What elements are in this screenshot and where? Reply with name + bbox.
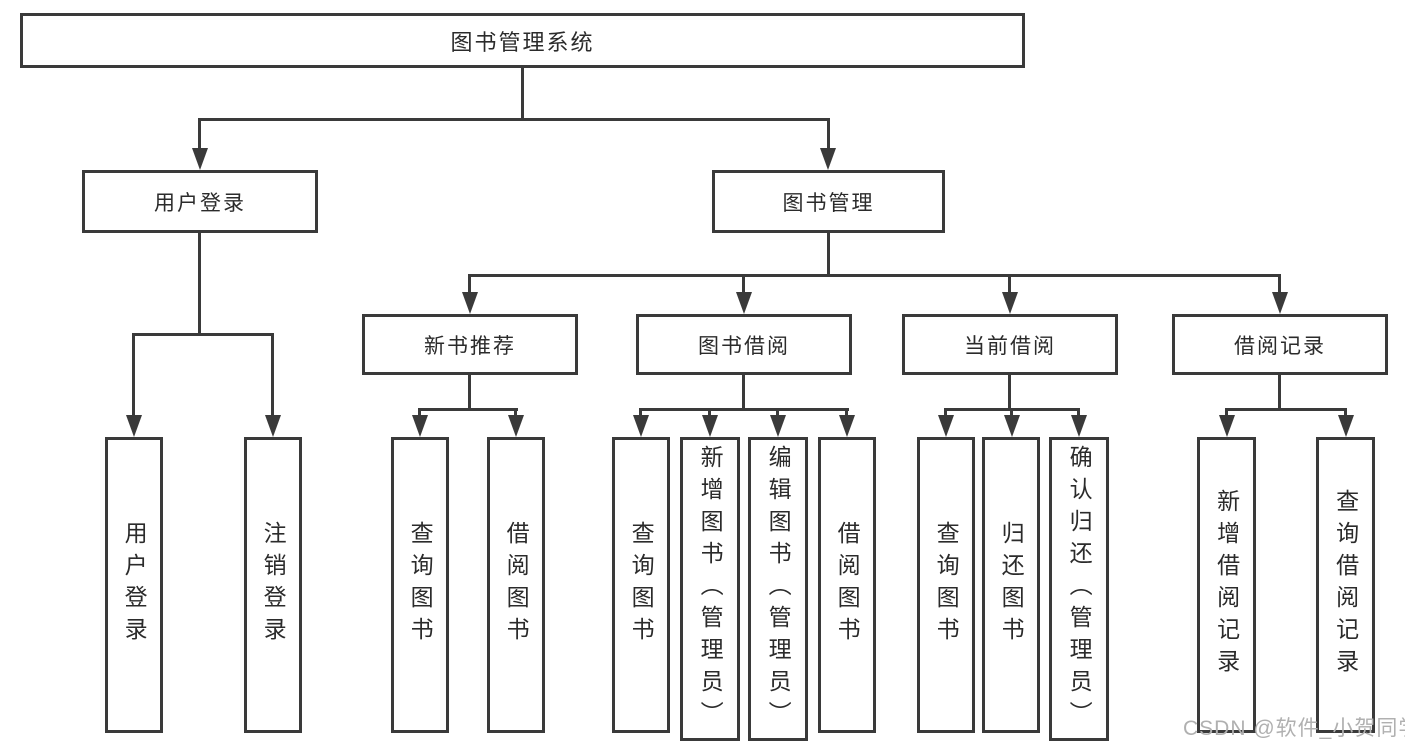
connector-stem-section	[468, 274, 471, 294]
arrow-down-icon	[508, 415, 524, 437]
arrow-down-icon	[736, 292, 752, 314]
connector-stem-leaf	[776, 408, 779, 417]
connector-userlogin-drop	[198, 233, 201, 333]
connector-stem-leaf	[845, 408, 848, 417]
connector-stem-leaf	[271, 333, 274, 417]
node-current-borrow: 当前借阅	[902, 314, 1118, 375]
arrow-down-icon	[633, 415, 649, 437]
connector-section-drop	[468, 375, 471, 408]
leaf-borrow-edit-admin: 编辑图书（管理员）	[748, 437, 808, 741]
connector-level2-bus	[468, 274, 1281, 277]
arrow-down-icon	[1002, 292, 1018, 314]
connector-stem-leaf	[132, 333, 135, 417]
leaf-newbook-query-label: 查询图书	[407, 521, 434, 649]
arrow-down-icon	[1219, 415, 1235, 437]
connector-userlogin-bus	[132, 333, 274, 336]
node-root-label: 图书管理系统	[450, 29, 595, 55]
leaf-current-confirm-admin: 确认归还（管理员）	[1049, 437, 1109, 741]
leaf-newbook-query: 查询图书	[391, 437, 449, 733]
arrow-down-icon	[770, 415, 786, 437]
arrow-down-icon	[1338, 415, 1354, 437]
leaf-newbook-borrow-label: 借阅图书	[503, 521, 530, 649]
connector-section-bus	[639, 408, 849, 411]
connector-section-bus	[418, 408, 518, 411]
arrow-down-icon	[839, 415, 855, 437]
connector-bookmgmt-drop	[827, 233, 830, 274]
connector-stem-user-login	[198, 118, 201, 148]
arrow-down-icon	[265, 415, 281, 437]
leaf-current-confirm-admin-label: 确认归还（管理员）	[1066, 445, 1093, 733]
leaf-newbook-borrow: 借阅图书	[487, 437, 545, 733]
leaf-borrow-borrow-label: 借阅图书	[834, 521, 861, 649]
connector-section-drop	[1008, 375, 1011, 408]
leaf-user-login-label: 用户登录	[121, 521, 148, 649]
leaf-current-return-label: 归还图书	[998, 521, 1025, 649]
leaf-borrow-borrow: 借阅图书	[818, 437, 876, 733]
connector-stem-leaf	[1344, 408, 1347, 417]
leaf-borrow-edit-admin-label: 编辑图书（管理员）	[765, 445, 792, 733]
node-book-borrow-label: 图书借阅	[698, 334, 790, 358]
connector-stem-leaf	[1010, 408, 1013, 417]
node-book-management: 图书管理	[712, 170, 945, 233]
arrow-down-icon	[1004, 415, 1020, 437]
connector-section-drop	[742, 375, 745, 408]
leaf-borrow-add-admin-label: 新增图书（管理员）	[697, 445, 724, 733]
leaf-borrow-query-label: 查询图书	[628, 521, 655, 649]
leaf-logout: 注销登录	[244, 437, 302, 733]
node-borrow-record-label: 借阅记录	[1234, 334, 1326, 358]
node-borrow-record: 借阅记录	[1172, 314, 1388, 375]
connector-stem-leaf	[418, 408, 421, 417]
node-book-management-label: 图书管理	[782, 191, 875, 215]
leaf-record-query: 查询借阅记录	[1316, 437, 1375, 733]
leaf-current-query-label: 查询图书	[933, 521, 960, 649]
arrow-down-icon	[1272, 292, 1288, 314]
connector-stem-book-mgmt	[827, 118, 830, 148]
leaf-current-return: 归还图书	[982, 437, 1040, 733]
csdn-watermark: CSDN @软件_小贺同学	[1183, 717, 1405, 740]
connector-stem-leaf	[1225, 408, 1228, 417]
node-new-book-recommend: 新书推荐	[362, 314, 578, 375]
arrow-down-icon	[462, 292, 478, 314]
node-new-book-recommend-label: 新书推荐	[424, 334, 516, 358]
node-book-borrow: 图书借阅	[636, 314, 852, 375]
connector-stem-leaf	[514, 408, 517, 417]
arrow-down-icon	[192, 148, 208, 170]
node-root-system: 图书管理系统	[20, 13, 1025, 68]
connector-stem-section	[1278, 274, 1281, 294]
connector-stem-leaf	[708, 408, 711, 417]
leaf-borrow-add-admin: 新增图书（管理员）	[680, 437, 740, 741]
node-user-login: 用户登录	[82, 170, 318, 233]
connector-stem-section	[742, 274, 745, 294]
leaf-user-login: 用户登录	[105, 437, 163, 733]
arrow-down-icon	[820, 148, 836, 170]
connector-stem-leaf	[944, 408, 947, 417]
arrow-down-icon	[1071, 415, 1087, 437]
connector-root-drop	[521, 68, 524, 118]
arrow-down-icon	[412, 415, 428, 437]
node-user-login-label: 用户登录	[154, 191, 246, 215]
connector-section-bus	[1225, 408, 1347, 411]
arrow-down-icon	[702, 415, 718, 437]
connector-stem-leaf	[639, 408, 642, 417]
leaf-borrow-query: 查询图书	[612, 437, 670, 733]
connector-section-drop	[1278, 375, 1281, 408]
node-current-borrow-label: 当前借阅	[964, 334, 1056, 358]
arrow-down-icon	[126, 415, 142, 437]
leaf-record-query-label: 查询借阅记录	[1332, 489, 1359, 681]
leaf-record-add-label: 新增借阅记录	[1213, 489, 1240, 681]
connector-level1-bus	[198, 118, 830, 121]
connector-stem-leaf	[1077, 408, 1080, 417]
arrow-down-icon	[938, 415, 954, 437]
leaf-record-add: 新增借阅记录	[1197, 437, 1256, 733]
connector-stem-section	[1008, 274, 1011, 294]
leaf-current-query: 查询图书	[917, 437, 975, 733]
leaf-logout-label: 注销登录	[260, 521, 287, 649]
